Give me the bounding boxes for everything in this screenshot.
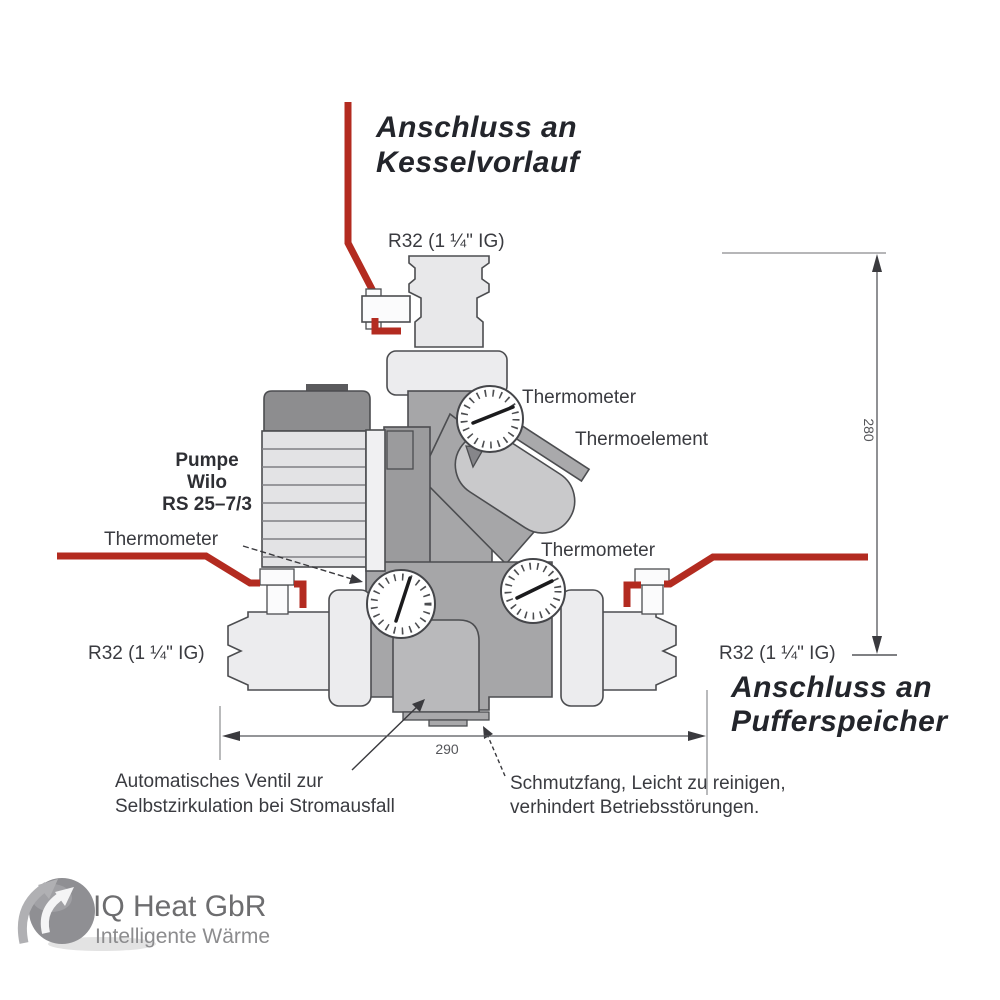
top-connection-pipe	[408, 255, 490, 348]
label-r32-left: R32 (1 ¼" IG)	[88, 643, 205, 664]
label-pump-line3: RS 25–7/3	[162, 494, 252, 515]
dimension-width: 290	[219, 690, 708, 795]
right-vent-fitting	[634, 568, 670, 615]
flange-detail	[386, 430, 414, 470]
brand-tagline: Intelligente Wärme	[95, 925, 270, 948]
arrowhead-down	[872, 636, 882, 654]
pump-motor	[261, 430, 367, 568]
dimension-height: 280	[722, 252, 897, 656]
leader-thermometer-left	[242, 545, 353, 580]
dimension-width-value: 290	[435, 741, 459, 757]
gauge-needle	[394, 576, 412, 623]
red-pipe-left	[57, 552, 260, 587]
label-r32-top: R32 (1 ¼" IG)	[388, 231, 505, 252]
label-pump-line1: Pumpe	[175, 450, 238, 471]
strainer-plate	[402, 711, 490, 721]
pump-flange-strip	[365, 429, 386, 572]
label-pump-line2: Wilo	[187, 472, 227, 493]
red-pipe-right-elbow	[623, 581, 641, 607]
pump	[261, 384, 386, 572]
top-vent-fitting	[361, 288, 411, 330]
thermometer-gauge-mid	[500, 558, 566, 624]
left-connection-pipe	[227, 611, 331, 691]
arrowhead	[349, 574, 363, 584]
label-r32-right: R32 (1 ¼" IG)	[719, 643, 836, 664]
label-thermometer-top: Thermometer	[522, 387, 637, 408]
pump-fins	[262, 448, 366, 558]
brand-name: IQ Heat GbR	[93, 890, 266, 923]
note-strainer-line1: Schmutzfang, Leicht zu reinigen,	[510, 773, 786, 794]
strainer-plug	[428, 719, 468, 727]
label-thermoelement: Thermoelement	[575, 429, 709, 450]
thermometer-gauge-top	[456, 385, 524, 469]
label-thermometer-left: Thermometer	[104, 529, 219, 550]
boiler-supply-pipe	[344, 102, 379, 297]
buffer-pipes	[57, 552, 868, 608]
arrowhead-right	[688, 731, 706, 741]
pump-flange-back	[383, 426, 431, 570]
arrowhead	[412, 699, 425, 712]
left-vent-fitting	[259, 568, 295, 615]
globe-arrows-icon	[17, 878, 95, 944]
right-connection-pipe	[601, 611, 677, 691]
gauge-needle	[515, 579, 554, 600]
red-pipe-left-elbow	[294, 580, 307, 608]
thermoelement-capsule	[454, 432, 576, 534]
dimension-height-value: 280	[861, 418, 877, 442]
right-union-nut	[560, 589, 604, 707]
thermometer-gauge-left	[366, 569, 436, 639]
red-pipe-top	[344, 102, 379, 297]
leader-valve-note	[351, 703, 421, 771]
label-pufferspeicher-line1: Anschluss an	[730, 671, 932, 704]
footer-logo: IQ Heat GbR Intelligente Wärme	[17, 878, 270, 951]
arrowhead-up	[872, 254, 882, 272]
label-pufferspeicher-line2: Pufferspeicher	[731, 705, 949, 738]
label-kesselvorlauf-line1: Anschluss an	[375, 111, 577, 144]
left-union-nut	[328, 589, 372, 707]
note-valve-line2: Selbstzirkulation bei Stromausfall	[115, 796, 395, 817]
pump-terminal	[306, 384, 348, 392]
pump-cap	[263, 390, 371, 432]
note-strainer-line2: verhindert Betriebsstörungen.	[510, 797, 759, 818]
red-pipe-top-elbow	[371, 318, 401, 335]
leader-strainer-note	[486, 733, 506, 777]
gauge-needle	[471, 405, 515, 425]
note-valve-line1: Automatisches Ventil zur	[115, 771, 324, 792]
label-thermometer-mid: Thermometer	[541, 540, 656, 561]
arrowhead-left	[222, 731, 240, 741]
fitting-body	[361, 295, 411, 323]
label-kesselvorlauf-line2: Kesselvorlauf	[376, 146, 582, 179]
red-pipe-right	[664, 553, 868, 588]
